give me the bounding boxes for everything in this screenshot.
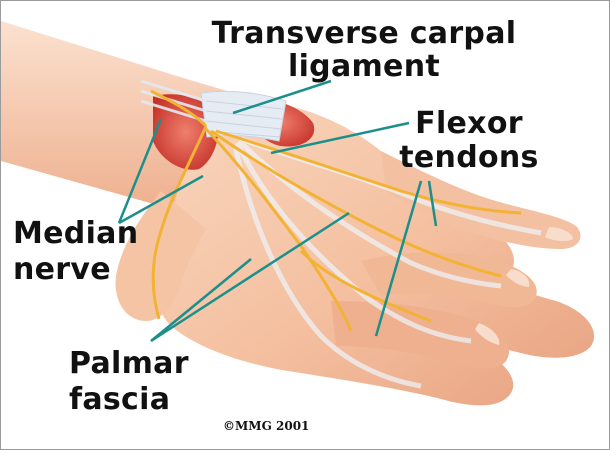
label-flexor-line1: Flexor [399,109,539,139]
label-median-line2: nerve [13,255,153,285]
label-median-nerve: Median nerve [13,219,153,285]
label-transverse-carpal-line1: Transverse carpal [209,19,519,49]
label-palmar-line2: fascia [69,385,219,415]
label-transverse-carpal-ligament: Transverse carpal ligament [209,19,519,82]
label-flexor-tendons: Flexor tendons [399,109,539,173]
label-flexor-line2: tendons [399,143,539,173]
label-median-line1: Median [13,219,153,249]
label-palmar-fascia: Palmar fascia [69,349,219,415]
copyright-credit: ©MMG 2001 [223,419,309,433]
label-palmar-line1: Palmar [69,349,219,379]
label-transverse-carpal-line2: ligament [209,52,519,82]
